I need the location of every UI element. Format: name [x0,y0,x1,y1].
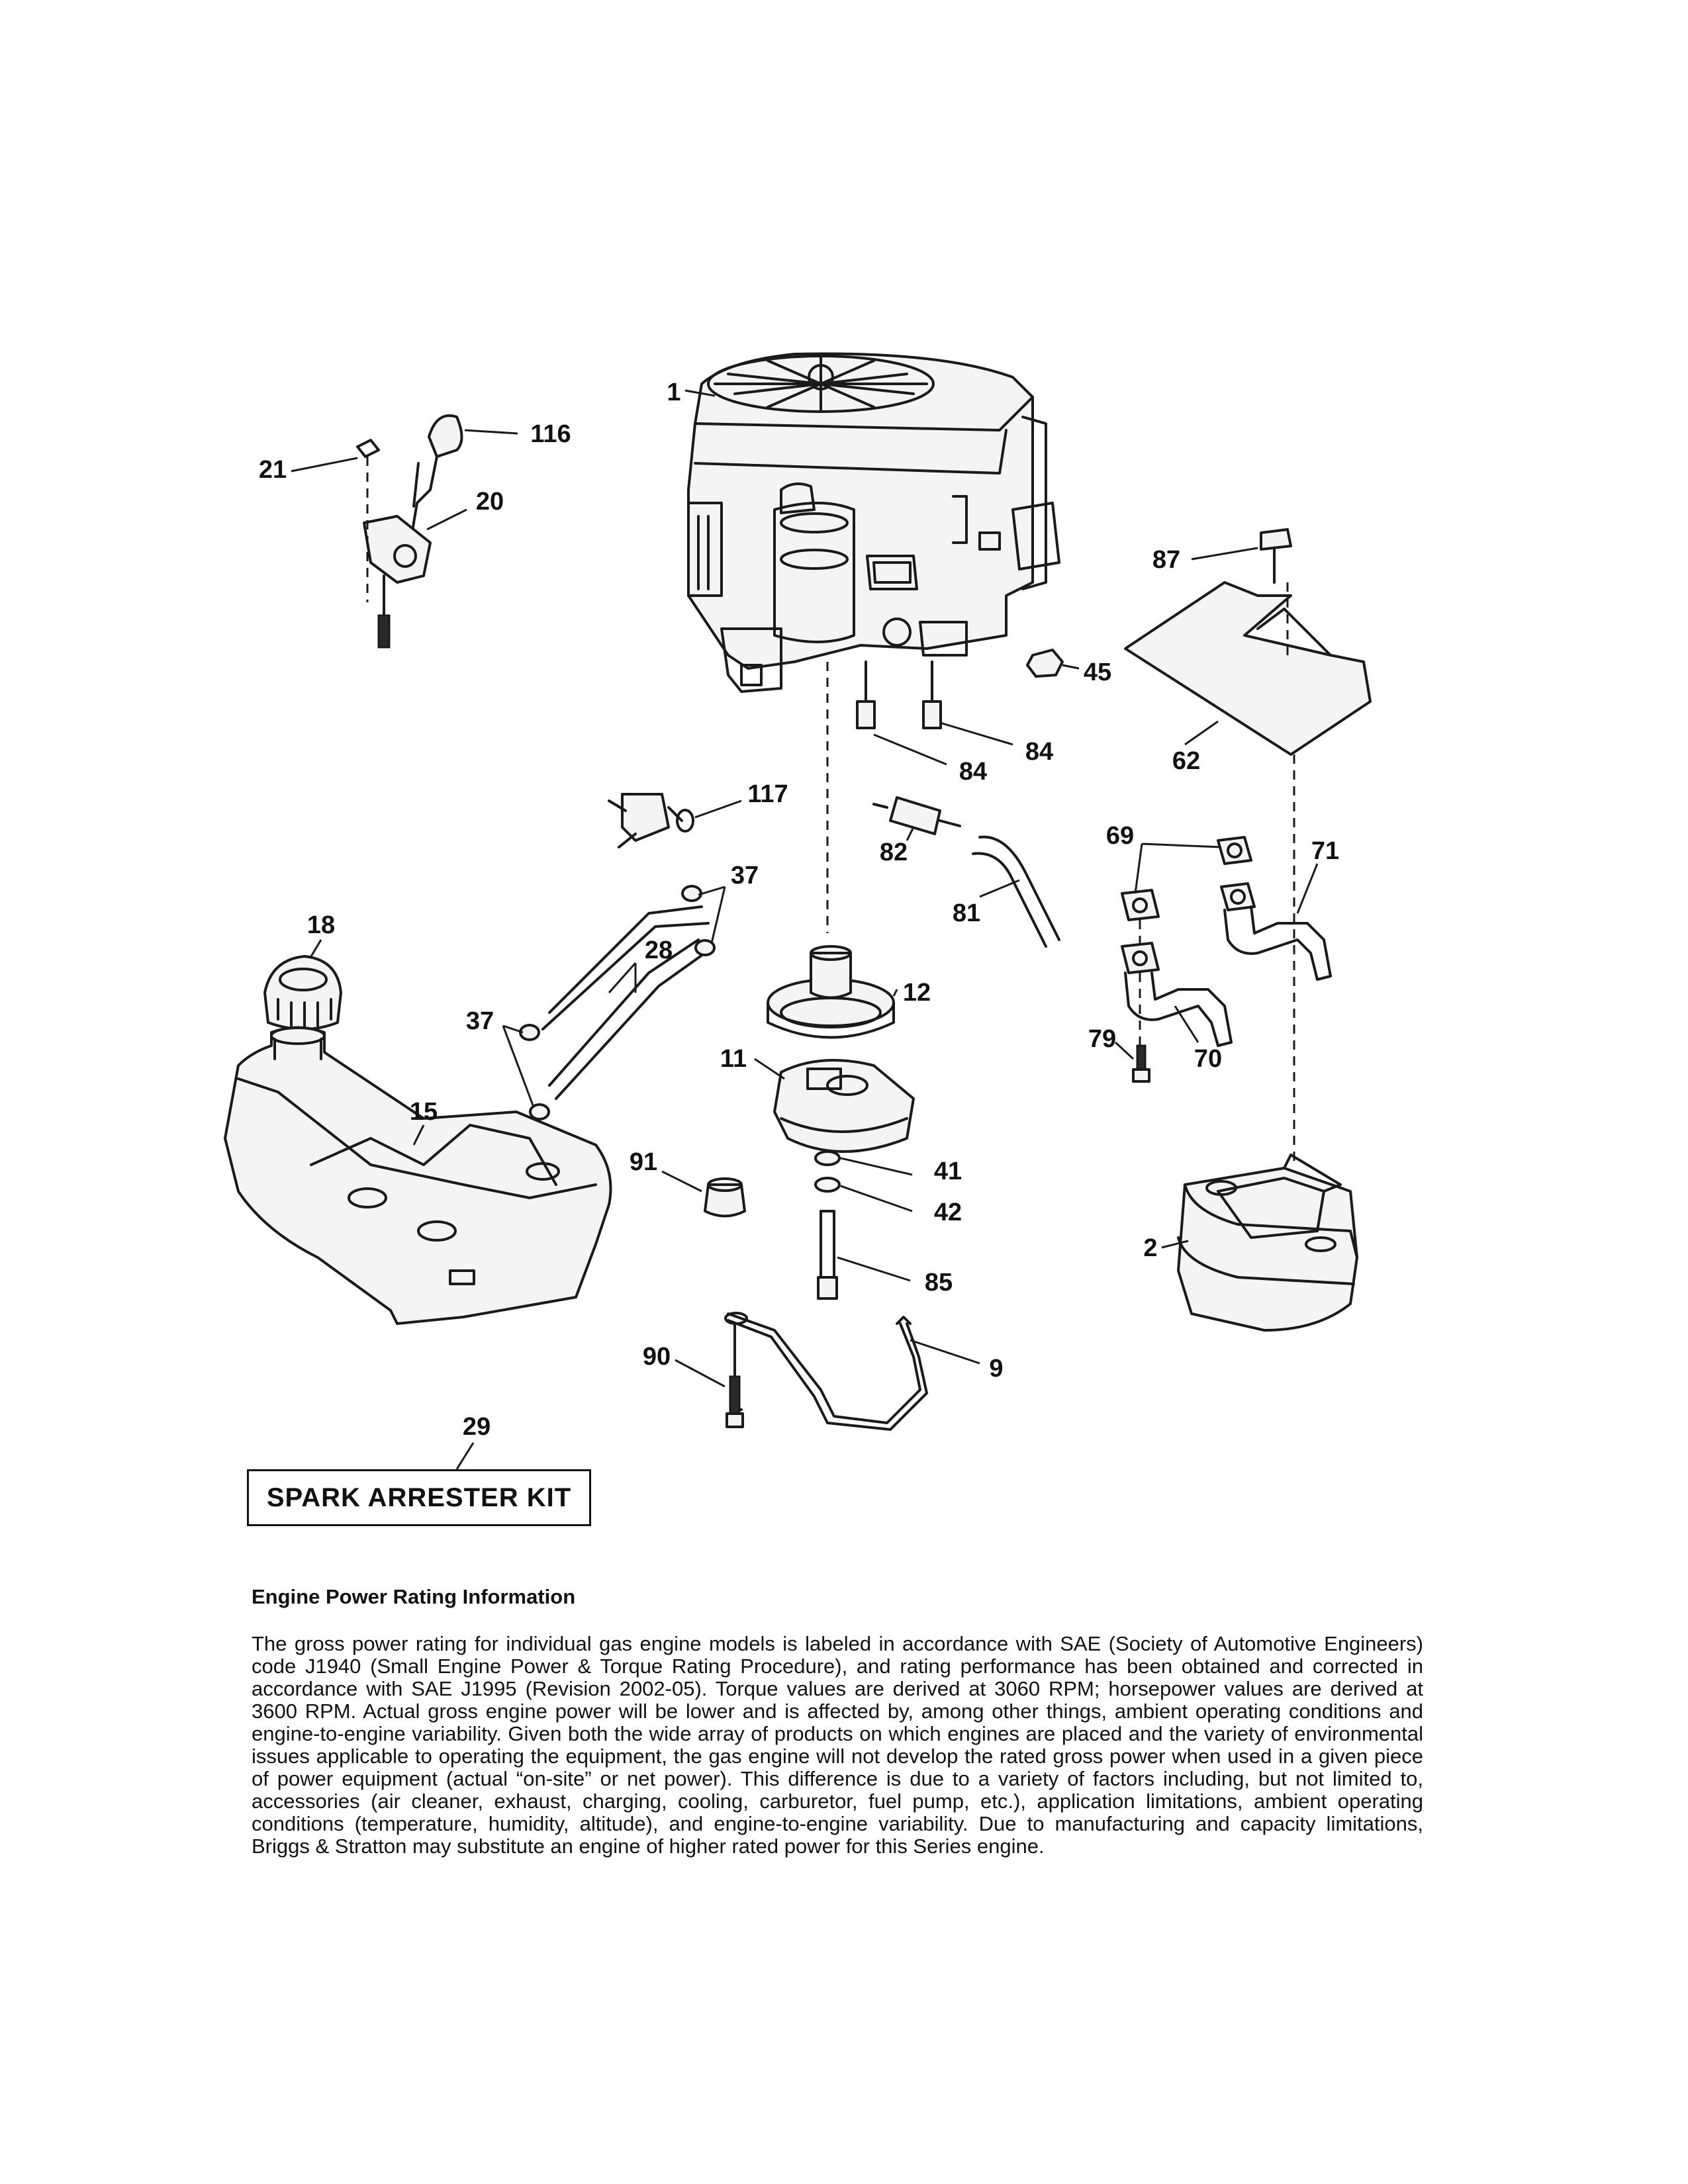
leader-84b [939,721,1013,746]
callout-20: 20 [476,488,504,516]
leader-9 [910,1339,980,1365]
leader-91 [661,1170,702,1193]
leader-116 [464,429,518,435]
fuel-valve-part [608,793,694,848]
leader-11 [754,1058,785,1080]
leader-90 [675,1359,726,1388]
leader-20 [426,508,467,531]
leader-15 [412,1124,425,1146]
leader-37b [502,1024,524,1034]
fuel-line-parts [519,885,716,1120]
callout-84b: 84 [1025,738,1053,766]
callout-28: 28 [645,936,673,964]
leader-45 [1062,664,1080,670]
callout-9: 9 [989,1355,1003,1383]
throttle-control-part [356,414,463,649]
engine-power-rating-section: Engine Power Rating Information The gros… [252,1585,1423,1858]
fuel-filter-part [872,796,1060,948]
callout-42: 42 [934,1199,962,1226]
leader-85 [837,1256,911,1282]
callout-11: 11 [720,1045,747,1073]
leader-71 [1296,863,1319,914]
callout-116: 116 [530,420,571,448]
callout-45: 45 [1084,659,1111,686]
leader-12 [892,989,898,997]
callout-70: 70 [1194,1045,1222,1073]
clutch-part [773,1059,915,1153]
callout-21: 21 [259,456,287,484]
leader-117 [694,799,742,819]
callout-1: 1 [667,379,680,406]
heat-shield-part [1124,528,1372,756]
callout-85: 85 [925,1269,953,1297]
pulley-part [767,945,895,1039]
spark-arrester-kit-box: SPARK ARRESTER KIT [247,1469,591,1526]
callout-12: 12 [903,979,931,1007]
callout-37a: 37 [731,862,759,889]
fastener-parts [856,649,1064,729]
engine-part [687,352,1060,693]
callout-15: 15 [410,1098,438,1126]
callout-69: 69 [1106,822,1134,850]
callout-18: 18 [307,911,335,939]
leader-28 [608,962,637,993]
bushing-part [704,1177,746,1218]
leader-81 [979,879,1020,898]
leader-2 [1161,1240,1189,1249]
callout-84a: 84 [959,758,987,786]
leader-18 [310,939,322,957]
leader-29 [455,1442,475,1470]
callout-82: 82 [880,839,908,866]
callout-117: 117 [747,780,788,808]
spark-arrester-kit-label: SPARK ARRESTER KIT [266,1482,572,1512]
callout-62: 62 [1172,747,1200,775]
callout-87: 87 [1152,546,1180,574]
callout-91: 91 [630,1148,657,1176]
callout-71: 71 [1311,837,1339,865]
fuel-tank-part [224,1026,612,1325]
engine-power-rating-heading: Engine Power Rating Information [252,1585,576,1608]
leader-79 [1114,1041,1135,1060]
leader-37a [698,886,726,896]
fuel-cap-part [263,955,342,1030]
leader-84a [873,733,947,766]
exhaust-pipe-parts [1121,836,1332,1083]
callout-90: 90 [643,1343,671,1371]
leader-21 [291,457,358,473]
callout-81: 81 [953,899,980,927]
muffler-part [1177,1154,1358,1332]
leader-82 [906,827,915,841]
leader-69 [1141,842,1222,848]
leader-87 [1191,547,1258,561]
belt-guide-part [724,1312,928,1431]
callout-2: 2 [1143,1234,1157,1262]
engine-power-rating-text: The gross power rating for individual ga… [252,1632,1423,1858]
callout-29: 29 [463,1413,491,1441]
callout-41: 41 [934,1158,962,1185]
clutch-hardware-parts [814,1150,841,1300]
leader-62 [1184,720,1219,746]
callout-37b: 37 [466,1007,494,1035]
leader-1 [684,389,716,397]
leader-41 [840,1157,913,1176]
leader-42 [840,1185,913,1212]
leader-70 [1174,1005,1199,1043]
callout-79: 79 [1088,1025,1116,1053]
